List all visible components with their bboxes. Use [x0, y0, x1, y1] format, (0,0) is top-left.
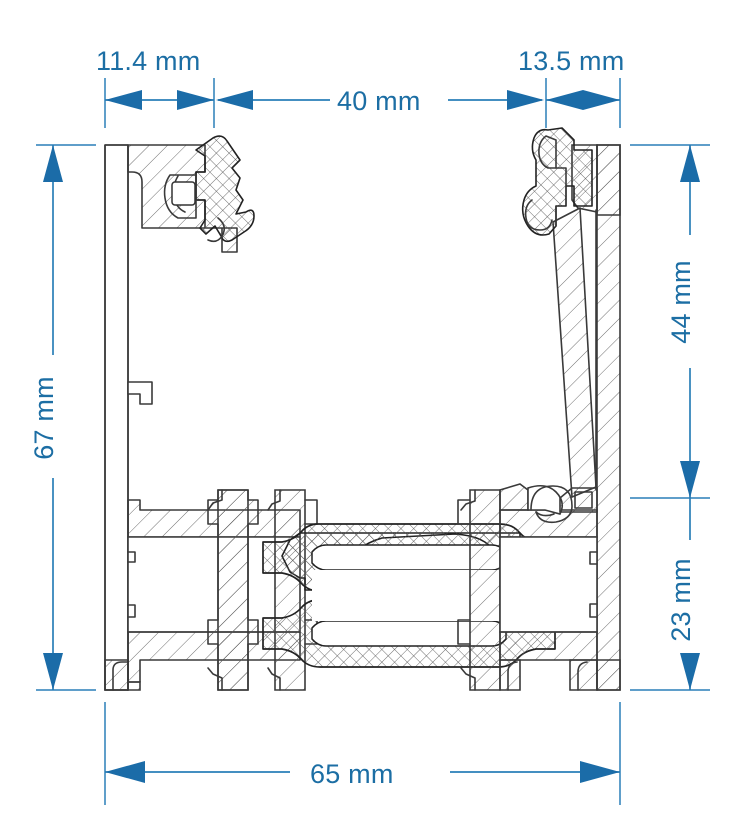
- dimension-label-44mm: 44 mm: [666, 260, 696, 344]
- centre-web-left: [207, 489, 259, 691]
- left-outer-wall: [104, 144, 129, 691]
- dimension-65mm: 65 mm: [104, 702, 621, 805]
- glazing-bead-hook: [499, 483, 573, 524]
- top-witness-lines: [104, 78, 621, 128]
- aluminium-profile-section: [104, 127, 621, 691]
- upper-left-gasket-seal: [163, 135, 255, 243]
- dimension-label-13-5mm: 13.5 mm: [518, 46, 624, 76]
- dimension-40mm: 40 mm: [216, 86, 544, 116]
- upper-right-gasket-seal: [521, 127, 593, 236]
- left-wall-notch: [127, 381, 153, 405]
- dimension-label-65mm: 65 mm: [310, 759, 394, 789]
- dimension-11-4mm: 11.4 mm: [96, 46, 214, 110]
- dimension-23mm: 23 mm: [630, 498, 710, 691]
- glazing-bead-diagonal: [552, 207, 598, 513]
- dimension-label-40mm: 40 mm: [337, 86, 421, 116]
- right-outer-wall: [596, 144, 621, 691]
- dimension-label-23mm: 23 mm: [666, 558, 696, 642]
- dimension-label-11-4mm: 11.4 mm: [96, 46, 200, 76]
- dimension-13-5mm: 13.5 mm: [518, 46, 624, 110]
- right-chamber-top-web: [499, 509, 621, 691]
- left-bottom-foot: [104, 659, 129, 691]
- dimension-label-67mm: 67 mm: [29, 376, 59, 460]
- dimension-44mm: 44 mm: [630, 144, 710, 499]
- dimension-67mm: 67 mm: [29, 144, 96, 691]
